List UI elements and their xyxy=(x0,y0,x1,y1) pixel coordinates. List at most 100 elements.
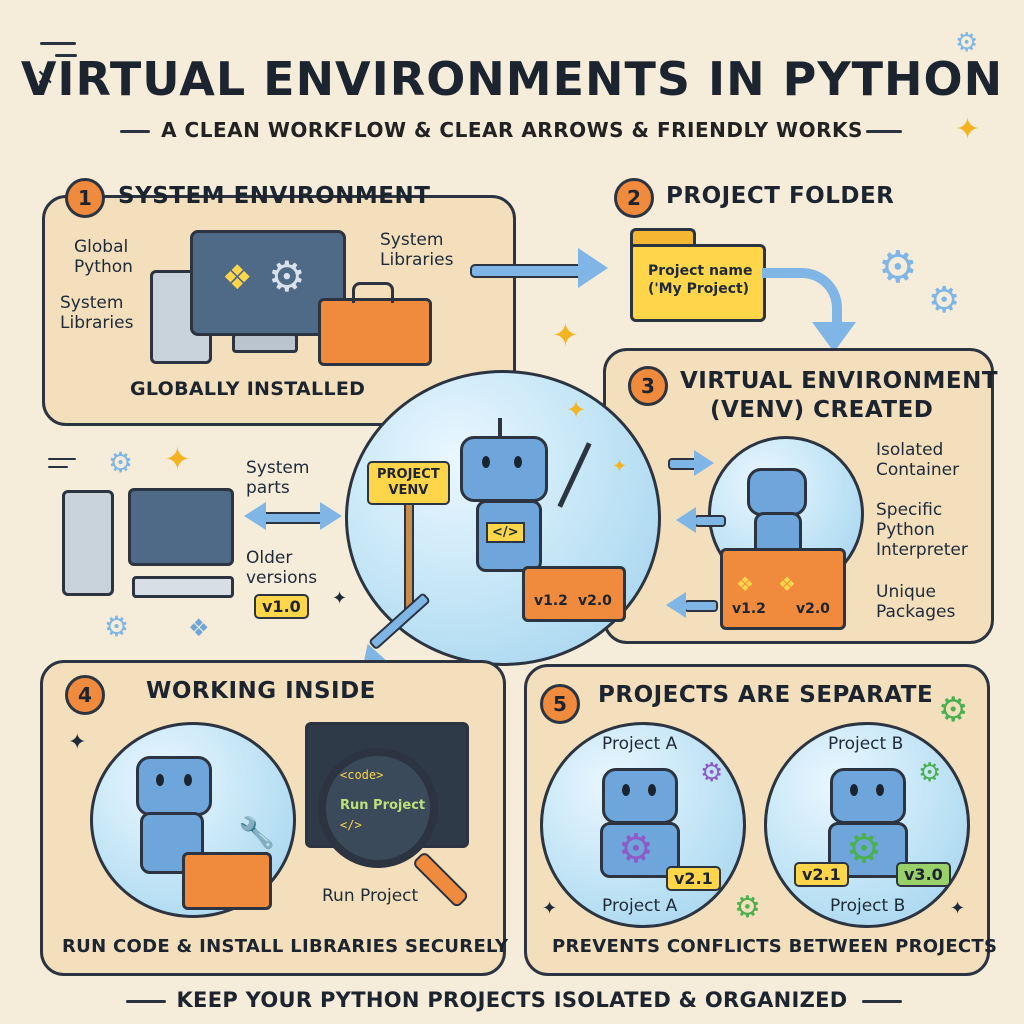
project-a-top-label: Project A xyxy=(602,734,678,754)
system-libraries-right-label: System Libraries xyxy=(380,230,454,270)
robot-eye xyxy=(622,784,630,796)
sparkle-icon: ✦ xyxy=(950,898,966,919)
project-a-tag: v2.1 xyxy=(666,866,721,891)
page-subtitle: A CLEAN WORKFLOW & CLEAR ARROWS & FRIEND… xyxy=(161,118,863,142)
sparkle-icon: ✦ xyxy=(955,112,981,147)
gear-icon: ⚙ xyxy=(268,252,306,301)
robot-eye xyxy=(184,774,192,786)
robot-icon xyxy=(830,768,906,824)
project-venv-sign: PROJECT VENV xyxy=(367,461,450,505)
subtitle-rule-left xyxy=(120,130,150,133)
robot-eye xyxy=(648,784,656,796)
older-version-tag: v1.0 xyxy=(254,594,309,619)
working-inside-title: WORKING INSIDE xyxy=(146,678,376,704)
robot-icon xyxy=(136,756,212,816)
wrench-icon: 🔧 xyxy=(238,816,276,851)
robot-eye xyxy=(850,784,858,796)
arrow-head-icon xyxy=(812,322,856,352)
arrow-head-icon xyxy=(244,502,266,530)
folder-icon xyxy=(630,228,766,322)
gear-icon: ⚙ xyxy=(878,242,918,293)
gear-icon: ⚙ xyxy=(955,28,979,58)
projects-separate-title: PROJECTS ARE SEPARATE xyxy=(598,682,934,708)
robot-antenna xyxy=(498,418,502,436)
project-a-bottom-label: Project A xyxy=(602,896,678,916)
decor-line xyxy=(40,42,76,45)
global-python-label: Global Python xyxy=(74,237,133,277)
sparkle-icon: ✦ xyxy=(566,396,587,424)
arrow-head-icon xyxy=(694,450,714,476)
sparkle-icon: ✦ xyxy=(332,588,348,609)
arrow-head-icon xyxy=(676,507,696,533)
sparkle-icon: ✦ xyxy=(164,440,191,478)
python-logo-icon: ❖ xyxy=(222,258,253,298)
arrow-head-icon xyxy=(578,248,608,288)
sparkle-icon: ✦ xyxy=(552,316,579,354)
robot-eye xyxy=(482,456,490,468)
arrow-head-icon xyxy=(320,502,342,530)
toolbox-icon xyxy=(182,852,272,910)
gear-icon: ⚙ xyxy=(108,446,134,479)
step-4-badge: 4 xyxy=(65,675,105,715)
footer-rule-left xyxy=(126,1000,166,1003)
robot-eye xyxy=(876,784,884,796)
python-logo-icon: ❖ xyxy=(778,572,796,596)
project-b-top-label: Project B xyxy=(828,734,904,754)
step-5-badge: 5 xyxy=(540,684,580,724)
decor-line xyxy=(55,54,77,57)
prevents-conflicts-caption: PREVENTS CONFLICTS BETWEEN PROJECTS xyxy=(552,936,998,957)
unique-packages-label: Unique Packages xyxy=(876,582,956,622)
gear-icon: ⚙ xyxy=(928,280,961,321)
toolbox-icon xyxy=(522,566,626,622)
venv-title-line2: (VENV) CREATED xyxy=(710,397,934,423)
subtitle-rule-right xyxy=(866,130,902,133)
code-icon: </> xyxy=(486,522,525,543)
code-run-text: Run Project xyxy=(340,798,426,813)
page-title: VIRTUAL ENVIRONMENTS IN PYTHON xyxy=(20,52,1004,106)
step-1-badge: 1 xyxy=(65,178,105,218)
robot-eye xyxy=(156,774,164,786)
center-tag-a: v1.2 xyxy=(534,593,568,609)
robot-icon xyxy=(602,768,678,824)
sparkle-icon: ✕ xyxy=(36,66,55,91)
footer-rule-right xyxy=(862,1000,902,1003)
venv-tag-b: v2.0 xyxy=(790,600,836,618)
arrow-to-project-folder xyxy=(470,264,586,278)
toolbox-icon xyxy=(318,298,432,366)
decor-line xyxy=(48,466,68,468)
run-code-caption: RUN CODE & INSTALL LIBRARIES SECURELY xyxy=(62,936,509,957)
code-close-text: </> xyxy=(340,818,362,832)
project-folder-title: PROJECT FOLDER xyxy=(666,183,895,209)
code-tag-text: <code> xyxy=(340,768,384,782)
robot-body xyxy=(476,500,542,572)
venv-tag-a: v1.2 xyxy=(726,600,772,618)
sparkle-icon: ✦ xyxy=(612,456,628,477)
python-logo-icon: ❖ xyxy=(736,572,754,596)
toolbox-handle xyxy=(352,282,394,303)
sparkle-icon: ✦ xyxy=(542,898,558,919)
gear-icon: ⚙ xyxy=(618,826,654,872)
gear-icon: ⚙ xyxy=(700,758,724,788)
two-way-arrow xyxy=(262,512,326,524)
arrow-from-packages xyxy=(684,600,718,612)
sparkle-icon: ✦ xyxy=(68,730,87,755)
run-project-label: Run Project xyxy=(322,886,419,906)
python-interpreter-label: Specific Python Interpreter xyxy=(876,500,968,560)
footer-text: KEEP YOUR PYTHON PROJECTS ISOLATED & ORG… xyxy=(176,988,848,1012)
folder-label: Project name ('My Project) xyxy=(648,263,753,297)
magnifier-icon xyxy=(318,748,438,868)
step-3-badge: 3 xyxy=(628,366,668,406)
arrow-to-venv xyxy=(762,268,842,336)
project-b-tag-2: v3.0 xyxy=(896,862,951,887)
gear-icon: ⚙ xyxy=(846,826,882,872)
gear-icon: ⚙ xyxy=(734,890,761,925)
isolated-container-label: Isolated Container xyxy=(876,440,960,480)
robot-icon xyxy=(747,468,807,516)
step-2-badge: 2 xyxy=(614,178,654,218)
system-parts-label: System parts xyxy=(246,458,310,498)
python-logo-icon: ❖ xyxy=(188,614,210,642)
venv-title-line1: VIRTUAL ENVIRONMENT xyxy=(680,368,999,394)
system-environment-title: SYSTEM ENVIRONMENT xyxy=(118,183,431,209)
arrow-head-icon xyxy=(666,592,686,618)
system-libraries-left-label: System Libraries xyxy=(60,293,134,333)
